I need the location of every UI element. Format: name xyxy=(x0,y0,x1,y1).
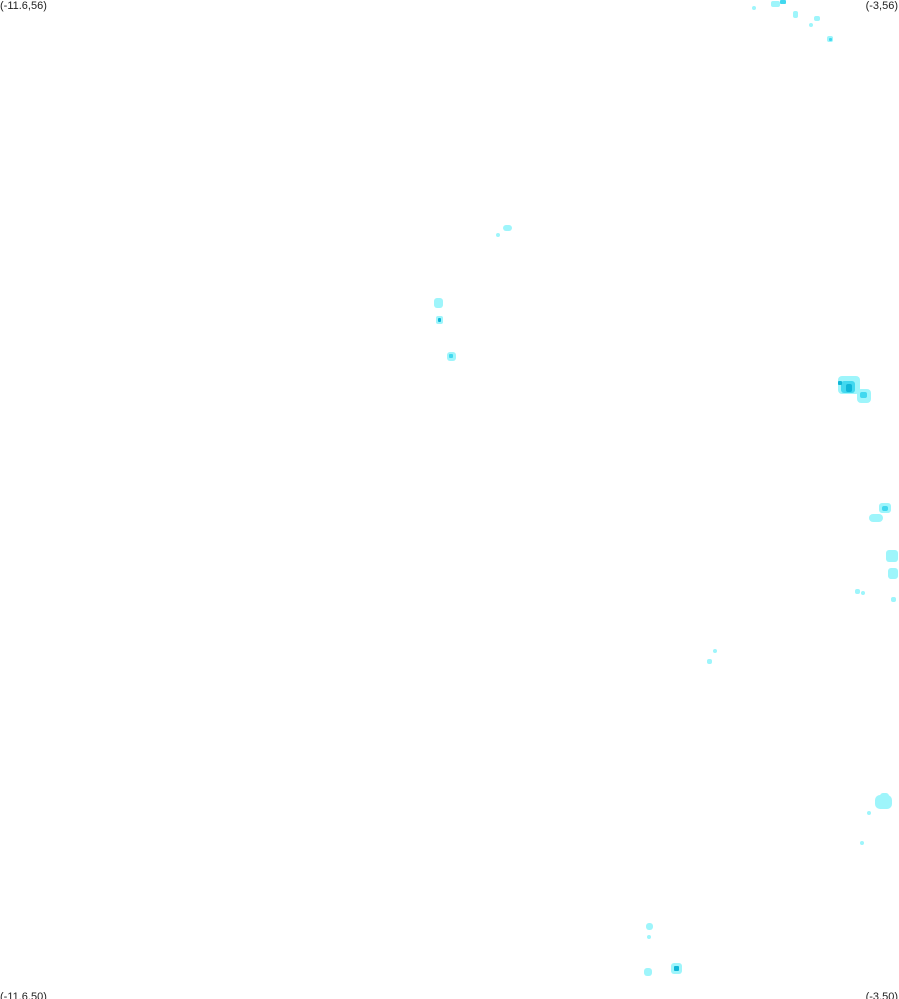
patch-cell xyxy=(882,506,888,511)
intensity-patch xyxy=(434,298,443,308)
patch-cell xyxy=(888,568,898,579)
patch-cell xyxy=(829,38,832,41)
patch-cell xyxy=(855,589,860,594)
patch-cell xyxy=(438,318,441,322)
patch-cell xyxy=(861,591,865,595)
patch-cell xyxy=(707,659,712,664)
patch-cell xyxy=(875,795,892,809)
patch-cell xyxy=(860,392,867,398)
patch-cell xyxy=(880,793,889,799)
intensity-patch xyxy=(644,963,682,976)
patch-cell xyxy=(647,935,651,939)
corner-label-bottom-left: (-11.6,50) xyxy=(0,991,47,999)
intensity-patch xyxy=(869,503,891,522)
patch-cell xyxy=(434,298,443,308)
corner-label-bottom-right: (-3,50) xyxy=(865,991,898,999)
patch-cell xyxy=(846,384,852,392)
intensity-patch xyxy=(793,11,820,27)
intensity-patch xyxy=(496,225,512,237)
patch-cell xyxy=(780,0,786,4)
patch-cell xyxy=(886,550,898,562)
intensity-patch xyxy=(752,0,786,10)
patch-cell xyxy=(646,923,653,930)
intensity-patch xyxy=(860,793,892,845)
patch-cell xyxy=(838,381,842,385)
patch-cell xyxy=(814,16,820,21)
intensity-patch-layer xyxy=(434,0,898,976)
intensity-patch xyxy=(838,376,860,394)
patch-cell xyxy=(674,966,679,971)
patch-cell xyxy=(867,811,871,815)
corner-label-top-right: (-3,56) xyxy=(865,0,898,12)
patch-cell xyxy=(891,597,896,602)
intensity-patch xyxy=(707,649,717,664)
patch-cell xyxy=(771,1,780,7)
intensity-patch xyxy=(646,923,653,939)
intensity-patch xyxy=(857,389,871,403)
patch-cell xyxy=(752,6,756,10)
patch-cell xyxy=(644,968,652,976)
patch-cell xyxy=(793,11,798,18)
intensity-patch xyxy=(447,352,456,361)
intensity-patch xyxy=(436,316,443,324)
patch-cell xyxy=(869,514,883,522)
intensity-patch xyxy=(855,550,898,602)
patch-cell xyxy=(860,841,864,845)
patch-cell xyxy=(449,354,453,358)
intensity-patch xyxy=(827,36,833,42)
patch-cell xyxy=(809,23,813,27)
patch-cell xyxy=(713,649,717,653)
patch-cell xyxy=(503,225,512,231)
corner-label-top-left: (-11.6,56) xyxy=(0,0,47,12)
patch-cell xyxy=(496,233,500,237)
